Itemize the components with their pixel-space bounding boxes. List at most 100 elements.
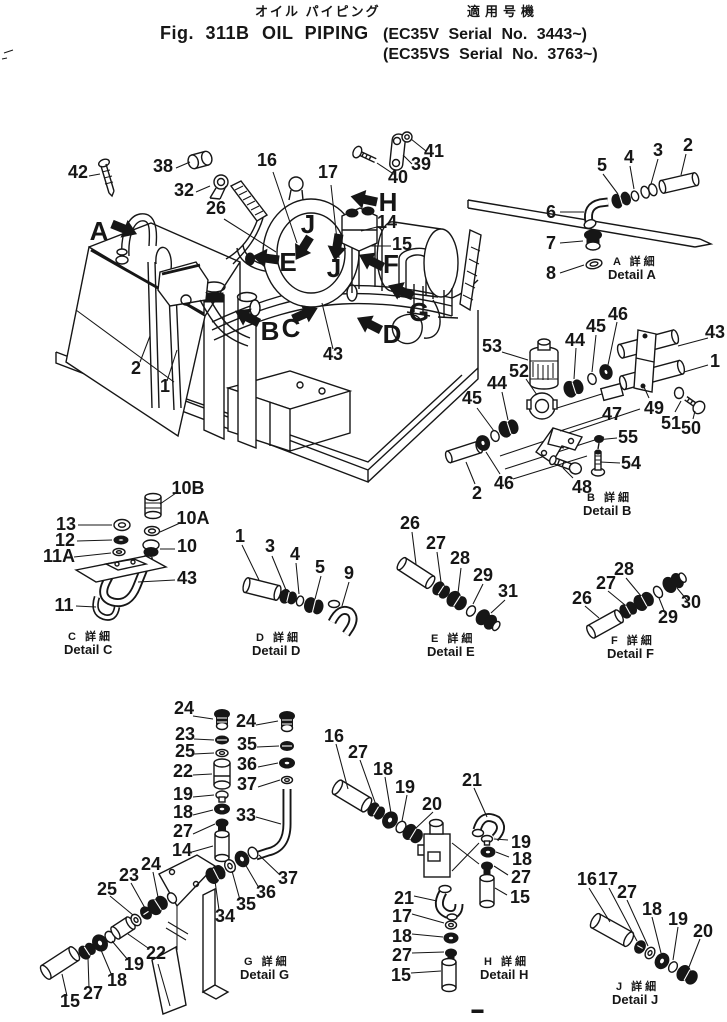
view-letter-G: G: [409, 297, 429, 327]
callout-55: 55: [618, 427, 638, 447]
callout-23: 23: [175, 724, 195, 744]
callout-37r: 37: [237, 774, 257, 794]
callout-21: 21: [462, 770, 482, 790]
callout-22c: 22: [146, 943, 166, 963]
serial-range-line2: (EC35VS Serial No. 3763~): [383, 46, 598, 63]
callout-1: 1: [235, 526, 245, 546]
callout-27c: 27: [83, 983, 103, 1003]
callout-47: 47: [602, 404, 622, 424]
detail-e: 26 27 28 29 31 E 詳細 Detail E: [396, 513, 518, 659]
callout-1: 1: [160, 376, 170, 396]
callout-19c: 19: [124, 954, 144, 974]
view-letter-J-lower: J: [327, 253, 341, 283]
detail-g-drawing: [39, 709, 295, 1015]
detail-d: 1 3 4 5 9 D 詳細 Detail D: [235, 526, 358, 658]
callout-18r: 18: [512, 849, 532, 869]
callout-25: 25: [175, 741, 195, 761]
applicability-label-japanese: 適用号機: [467, 4, 539, 19]
view-letter-E: E: [279, 247, 296, 277]
callout-10B: 10B: [171, 478, 204, 498]
scan-artifacts: [1, 49, 484, 1013]
callout-13: 13: [56, 514, 76, 534]
callout-5: 5: [315, 557, 325, 577]
callout-35: 35: [236, 894, 256, 914]
callout-27b: 27: [392, 945, 412, 965]
detail-f-drawing: [586, 572, 687, 639]
callout-36: 36: [256, 882, 276, 902]
callout-10: 10: [177, 536, 197, 556]
main-view-letters: A B C D E F G H J J: [90, 187, 430, 349]
callout-27: 27: [348, 742, 368, 762]
callout-26: 26: [400, 513, 420, 533]
callout-24c: 24: [141, 854, 161, 874]
part-38-shape: [187, 150, 213, 170]
detail-b-label-en: Detail B: [583, 503, 631, 518]
detail-e-drawing: [396, 556, 501, 632]
callout-10A: 10A: [176, 508, 209, 528]
callout-52: 52: [509, 361, 529, 381]
callout-16: 16: [257, 150, 277, 170]
view-letter-F: F: [383, 249, 399, 279]
detail-a: 5 4 3 2 6 7 8 A 詳細 Detail A: [546, 135, 700, 283]
callout-21b: 21: [394, 888, 414, 908]
detail-c-label-en: Detail C: [64, 642, 113, 657]
callout-14: 14: [172, 840, 192, 860]
callout-31: 31: [498, 581, 518, 601]
detail-e-label-en: Detail E: [427, 644, 475, 659]
detail-f-leaders: [584, 577, 688, 619]
callout-16: 16: [577, 869, 597, 889]
detail-j-label-en: Detail J: [612, 992, 658, 1007]
detail-f: 26 27 28 29 30 F 詳細 Detail F: [572, 559, 701, 661]
callout-7: 7: [546, 233, 556, 253]
callout-15b: 15: [391, 965, 411, 985]
callout-20: 20: [693, 921, 713, 941]
callout-18: 18: [173, 802, 193, 822]
main-view-leaders: [88, 138, 427, 382]
callout-46: 46: [608, 304, 628, 324]
callout-23c: 23: [119, 865, 139, 885]
callout-26: 26: [572, 588, 592, 608]
callout-44b: 44: [487, 373, 507, 393]
detail-g-label-jp: G 詳細: [244, 954, 290, 968]
callout-4: 4: [290, 544, 300, 564]
view-letter-H: H: [379, 187, 398, 217]
view-letter-D: D: [383, 319, 402, 349]
detail-a-leaders: [559, 153, 687, 274]
serial-range-line1: (EC35V Serial No. 3443~): [383, 26, 587, 43]
callout-18c: 18: [107, 970, 127, 990]
callout-54: 54: [621, 453, 641, 473]
callout-22: 22: [173, 761, 193, 781]
callout-17: 17: [318, 162, 338, 182]
callout-27: 27: [426, 533, 446, 553]
callout-25c: 25: [97, 879, 117, 899]
callout-27r: 27: [511, 867, 531, 887]
callout-24: 24: [174, 698, 194, 718]
callout-28: 28: [614, 559, 634, 579]
detail-e-leaders: [411, 531, 506, 614]
figure-header: オイル パイピング Fig. 311B OIL PIPING 適用号機 (EC3…: [160, 4, 598, 63]
view-letter-J-upper: J: [301, 209, 315, 239]
detail-e-label-jp: E 詳細: [431, 631, 475, 645]
detail-h: 16 27 18 19 20 21 19 18 27 15 21 17 18 2…: [324, 726, 532, 993]
detail-b: 53 52 44 45 46 43 1 44 45 49 51 50 47 55…: [444, 304, 725, 518]
callout-42: 42: [68, 162, 88, 182]
callout-44: 44: [565, 330, 585, 350]
callout-6: 6: [546, 202, 556, 222]
figure-number: Fig. 311B: [160, 23, 250, 43]
callout-17: 17: [598, 869, 618, 889]
callout-15c: 15: [60, 991, 80, 1011]
callout-9: 9: [344, 563, 354, 583]
detail-a-label-jp: A 詳細: [613, 254, 658, 268]
detail-h-label-en: Detail H: [480, 967, 528, 982]
detail-g-leaders: [61, 715, 282, 997]
detail-g-label-en: Detail G: [240, 967, 289, 982]
detail-a-label-en: Detail A: [608, 267, 657, 282]
callout-26: 26: [206, 198, 226, 218]
callout-24r: 24: [236, 711, 256, 731]
detail-b-label-jp: B 詳細: [587, 490, 632, 504]
detail-d-label-en: Detail D: [252, 643, 300, 658]
callout-45: 45: [586, 316, 606, 336]
detail-c-label-jp: C 詳細: [68, 629, 113, 643]
callout-45b: 45: [462, 388, 482, 408]
